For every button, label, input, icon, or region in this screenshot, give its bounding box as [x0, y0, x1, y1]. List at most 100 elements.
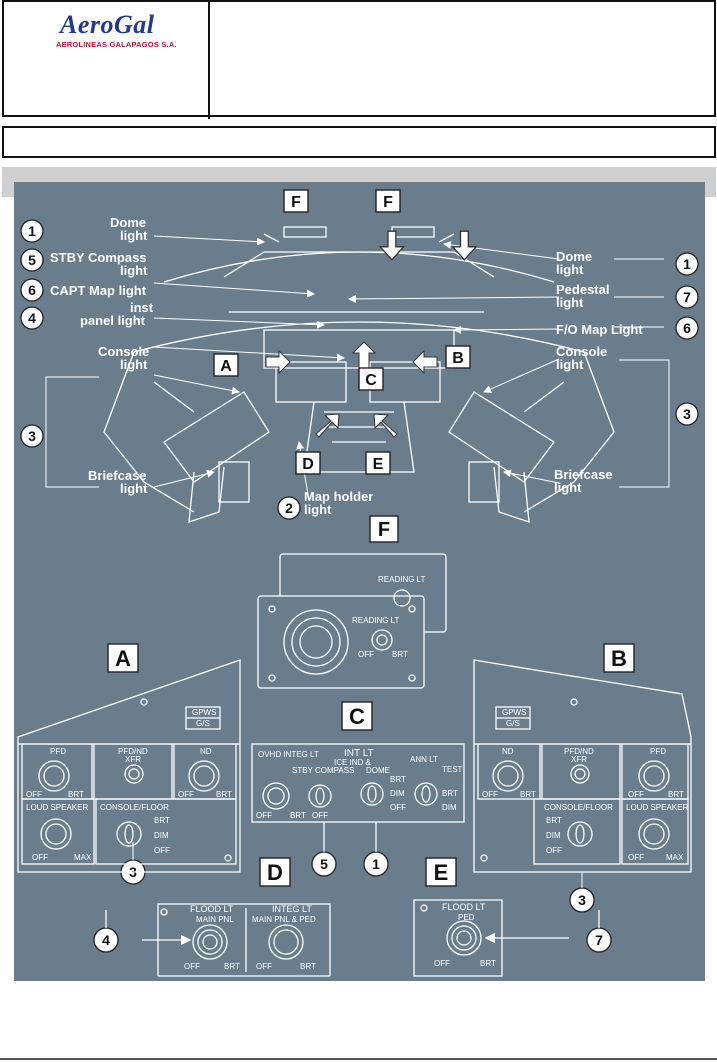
- panel-a-pfd: PFD: [50, 747, 66, 756]
- label-inst-panel-1: inst: [130, 300, 154, 315]
- panel-f-reading-lt: READING LT: [352, 616, 400, 625]
- label-pedestal-1: Pedestal: [556, 282, 609, 297]
- panel-b-brt3: BRT: [546, 816, 562, 825]
- label-fo-map: F/O Map Light: [556, 322, 643, 337]
- panel-d-brt2: BRT: [300, 962, 316, 971]
- header-divider: [208, 2, 210, 119]
- panel-d-off1: OFF: [184, 962, 200, 971]
- label-console-right-1: Console: [556, 344, 607, 359]
- panel-c-off-ovhd: OFF: [256, 811, 272, 820]
- panel-d-integ-lt: INTEG LT: [272, 904, 312, 914]
- panel-b-off4: OFF: [628, 853, 644, 862]
- section-letter-box: [259, 857, 291, 887]
- section-letter: A: [115, 646, 131, 671]
- label-briefcase-right-1: Briefcase: [554, 467, 613, 482]
- label-briefcase-right-2: light: [554, 480, 582, 495]
- header-box: AeroGal AEROLINEAS GALAPAGOS S.A.: [2, 0, 716, 119]
- label-dome-left-2: light: [120, 228, 148, 243]
- label-inst-panel-2: panel light: [80, 313, 146, 328]
- section-letter: B: [611, 646, 627, 671]
- label-briefcase-left-2: light: [120, 481, 148, 496]
- panel-a-pfdnd: PFD/ND: [118, 747, 148, 756]
- callout-number: 1: [683, 256, 691, 272]
- callout-number: 4: [102, 932, 110, 948]
- panel-b-off1: OFF: [482, 790, 498, 799]
- callout-number: 1: [28, 223, 36, 239]
- panel-b-brt1: BRT: [520, 790, 536, 799]
- section-letter: E: [434, 860, 449, 885]
- panel-b-xfr: XFR: [571, 755, 587, 764]
- section-letter: E: [373, 456, 384, 473]
- panel-d-main-pnl-ped: MAIN PNL & PED: [252, 915, 316, 924]
- panel-e: [413, 899, 600, 977]
- section-letter: F: [383, 194, 393, 211]
- callout-number: 6: [683, 320, 691, 336]
- panel-a-brt3: BRT: [154, 816, 170, 825]
- panel-b: [473, 659, 692, 873]
- callout-number: 5: [320, 856, 328, 872]
- callout-number: 1: [372, 856, 380, 872]
- panel-c-int-lt: INT LT: [344, 748, 374, 759]
- panel-b-pfdnd: PFD/ND: [564, 747, 594, 756]
- panel-c-test: TEST: [442, 765, 463, 774]
- panel-e-off: OFF: [434, 959, 450, 968]
- panel-c-off-stby: OFF: [312, 811, 328, 820]
- panel-a-off3: OFF: [32, 853, 48, 862]
- panel-b-loud-speaker: LOUD SPEAKER: [626, 803, 688, 812]
- panel-c-brt-ovhd: BRT: [290, 811, 306, 820]
- callout-number: 7: [683, 289, 691, 305]
- panel-b-gpws: GPWS: [502, 708, 526, 717]
- callout-number: 5: [28, 252, 36, 268]
- panel-a-nd: ND: [200, 747, 212, 756]
- label-dome-left-1: Dome: [110, 215, 146, 230]
- label-dome-right-1: Dome: [556, 249, 592, 264]
- callout-number: 6: [28, 282, 36, 298]
- section-letter: B: [452, 350, 464, 367]
- panel-d-off2: OFF: [256, 962, 272, 971]
- section-letter: C: [365, 372, 377, 389]
- panel-a-brt1: BRT: [68, 790, 84, 799]
- panel-c: [251, 743, 465, 850]
- panel-e-brt: BRT: [480, 959, 496, 968]
- section-letter: D: [302, 456, 314, 473]
- diagram-panel: F F A B C D E F A B C D E 1 5 6 4 3: [14, 182, 705, 981]
- section-letter-box: [425, 857, 457, 887]
- panel-c-brt-ann: BRT: [442, 789, 458, 798]
- aerogal-logo: AeroGal AEROLINEAS GALAPAGOS S.A.: [44, 10, 177, 60]
- section-letter-box: [107, 643, 139, 673]
- title-row: [2, 126, 716, 158]
- panel-c-brt-dome: BRT: [390, 775, 406, 784]
- panel-b-console-floor: CONSOLE/FLOOR: [544, 803, 613, 812]
- panel-a-loud-speaker: LOUD SPEAKER: [26, 803, 88, 812]
- section-letter-box: [358, 367, 384, 391]
- section-letter: F: [378, 519, 390, 541]
- section-letter: C: [349, 704, 365, 729]
- panel-c-ann-lt: ANN LT: [410, 755, 438, 764]
- section-letter-box: [369, 515, 399, 543]
- footer-line: [0, 1058, 717, 1060]
- label-console-right-2: light: [556, 357, 584, 372]
- panel-e-flood-lt: FLOOD LT: [442, 902, 486, 912]
- panel-a: [17, 659, 241, 873]
- callout-number: 3: [683, 406, 691, 422]
- callout-number: 7: [595, 932, 603, 948]
- panel-a-dim: DIM: [154, 831, 169, 840]
- panel-b-nd: ND: [502, 747, 514, 756]
- panel-b-off2: OFF: [628, 790, 644, 799]
- panel-b-brt2: BRT: [668, 790, 684, 799]
- callout-number: 3: [28, 428, 36, 444]
- label-console-left-2: light: [120, 357, 148, 372]
- label-dome-right-2: light: [556, 262, 584, 277]
- panel-c-ovhd-integ-lt: OVHD INTEG LT: [258, 750, 319, 759]
- cockpit-lighting-diagram: F F A B C D E F A B C D E 1 5 6 4 3: [17, 189, 699, 977]
- panel-a-xfr: XFR: [125, 755, 141, 764]
- panel-f: [257, 553, 447, 689]
- section-letter-box: [603, 643, 635, 673]
- panel-d: [105, 903, 331, 977]
- callout-number: 2: [285, 500, 293, 516]
- logo-brand: AeroGal: [60, 10, 155, 39]
- section-letter-box: [295, 451, 321, 475]
- panel-e-ped: PED: [458, 913, 475, 922]
- panel-f-off: OFF: [358, 650, 374, 659]
- panel-c-stby-compass: STBY COMPASS: [292, 766, 354, 775]
